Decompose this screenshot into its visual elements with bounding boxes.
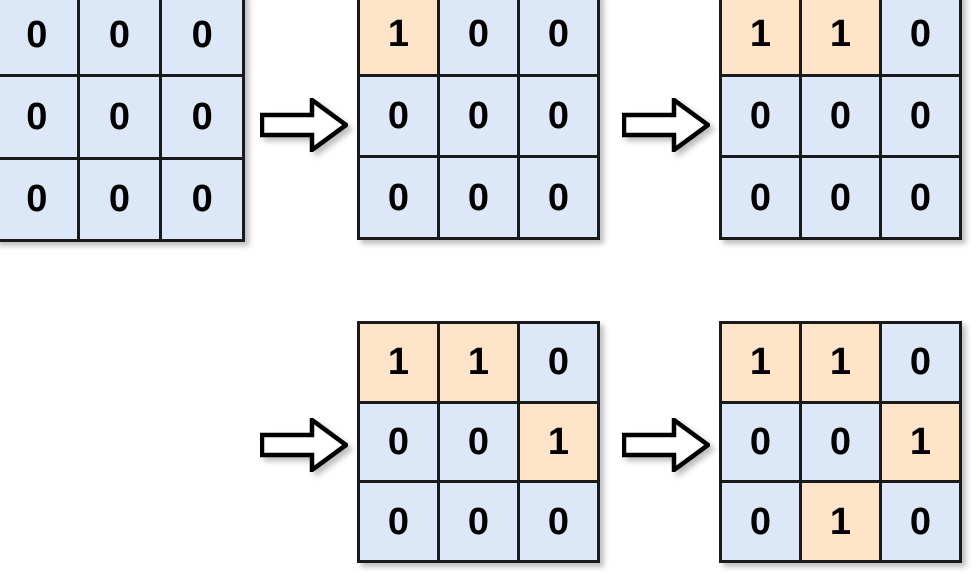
grid-cell: 0	[440, 403, 517, 481]
grid-cell: 1	[802, 0, 879, 74]
transition-arrow-3-to-4	[260, 418, 348, 472]
grid-cell: 0	[0, 159, 77, 239]
grid-cell: 0	[882, 76, 959, 156]
grid-cell: 0	[360, 403, 437, 481]
grid-cell: 1	[520, 403, 597, 481]
grid-cell: 0	[162, 159, 242, 239]
grid-cell: 0	[0, 0, 77, 75]
grid-cell: 0	[162, 77, 242, 157]
grid-cell: 0	[520, 158, 597, 237]
grid-cell: 0	[722, 76, 799, 156]
grid-cell: 0	[440, 76, 517, 156]
grid-cell: 1	[882, 403, 959, 481]
grid-cell: 0	[79, 0, 160, 75]
transition-arrow-4-to-5	[622, 418, 710, 472]
grid-cell: 0	[440, 158, 517, 237]
grid-cell: 0	[520, 324, 597, 401]
grid-cell: 0	[360, 158, 437, 237]
grid-cell: 0	[440, 0, 517, 74]
transition-arrow-1-to-2	[260, 98, 348, 152]
grid-cell: 0	[722, 158, 799, 237]
grid-cell: 1	[722, 0, 799, 74]
grid-cell: 0	[440, 483, 517, 560]
grid-cell: 0	[802, 403, 879, 481]
grid-cell: 0	[360, 483, 437, 560]
transition-arrow-2-to-3	[622, 98, 710, 152]
grid-cell: 1	[802, 324, 879, 401]
grid-cell: 0	[360, 76, 437, 156]
grid-cell: 0	[882, 324, 959, 401]
grid-cell: 1	[440, 324, 517, 401]
grid-cell: 0	[882, 158, 959, 237]
grid-cell: 0	[520, 76, 597, 156]
grid-cell: 0	[882, 483, 959, 560]
grid-cell: 1	[360, 0, 437, 74]
grid-cell: 0	[79, 159, 160, 239]
grid-cell: 0	[722, 403, 799, 481]
grid-cell: 0	[802, 158, 879, 237]
grid-cell: 0	[802, 76, 879, 156]
grid-cell: 0	[520, 483, 597, 560]
grid-cell: 0	[520, 0, 597, 74]
grid-cell: 0	[162, 0, 242, 75]
grid-cell: 0	[79, 77, 160, 157]
grid-cell: 1	[360, 324, 437, 401]
grid-cell: 1	[722, 324, 799, 401]
grid-cell: 0	[0, 77, 77, 157]
grid-cell: 1	[802, 483, 879, 560]
grid-cell: 0	[722, 483, 799, 560]
grid-cell: 0	[882, 0, 959, 74]
